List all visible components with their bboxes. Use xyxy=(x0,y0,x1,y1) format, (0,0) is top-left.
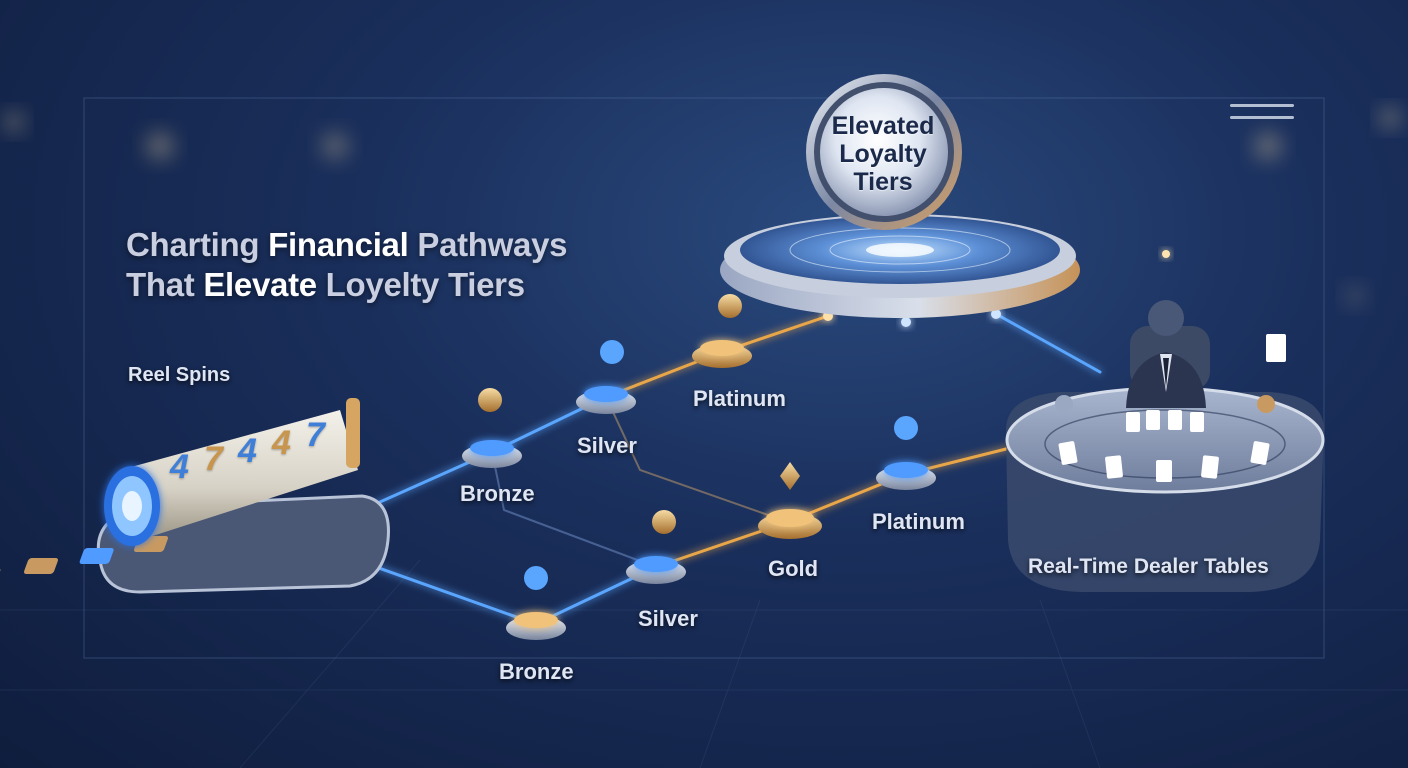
dealer-figure xyxy=(1126,300,1210,408)
reel-digit: 4 xyxy=(238,432,257,470)
silver-upper-label: Silver xyxy=(577,433,637,458)
reel-digit: 4 xyxy=(272,424,291,462)
tier-node-platinum-right xyxy=(876,416,936,490)
bronze-lower-label: Bronze xyxy=(499,659,574,684)
elevated-tiers-platform xyxy=(720,214,1170,318)
reel-spins-label: Reel Spins xyxy=(128,364,231,386)
reel-digit: 4 xyxy=(170,448,189,486)
menu-line-bottom xyxy=(1230,116,1294,119)
tier-node-bronze-lower xyxy=(506,566,566,640)
gold-label: Gold xyxy=(768,556,819,581)
dealer-table xyxy=(1005,334,1325,592)
tier-node-silver-upper xyxy=(576,340,636,414)
dealer-tables-label: Real-Time Dealer Tables xyxy=(1028,555,1269,578)
platinum-upper-label: Platinum xyxy=(693,386,786,411)
page-title-line-2: That Elevate Loyelty Tiers xyxy=(126,266,525,303)
loyalty-tiers-orb xyxy=(806,74,962,230)
page-title-line-1: Charting Financial Pathways xyxy=(126,226,568,263)
slot-reel-machine xyxy=(0,398,390,594)
orb-label: Elevated Loyalty Tiers xyxy=(831,112,935,196)
menu-line-top xyxy=(1230,104,1294,107)
tier-node-gold xyxy=(758,462,822,539)
tier-node-silver-lower xyxy=(626,510,686,584)
silver-lower-label: Silver xyxy=(638,606,698,631)
bronze-upper-label: Bronze xyxy=(460,481,535,506)
reel-digit: 7 xyxy=(204,440,223,478)
background-frame xyxy=(0,97,1408,768)
tier-node-bronze-upper xyxy=(462,388,522,468)
reel-digit: 7 xyxy=(306,416,325,454)
tier-node-platinum-upper xyxy=(692,294,752,368)
platinum-right-label: Platinum xyxy=(872,509,965,534)
